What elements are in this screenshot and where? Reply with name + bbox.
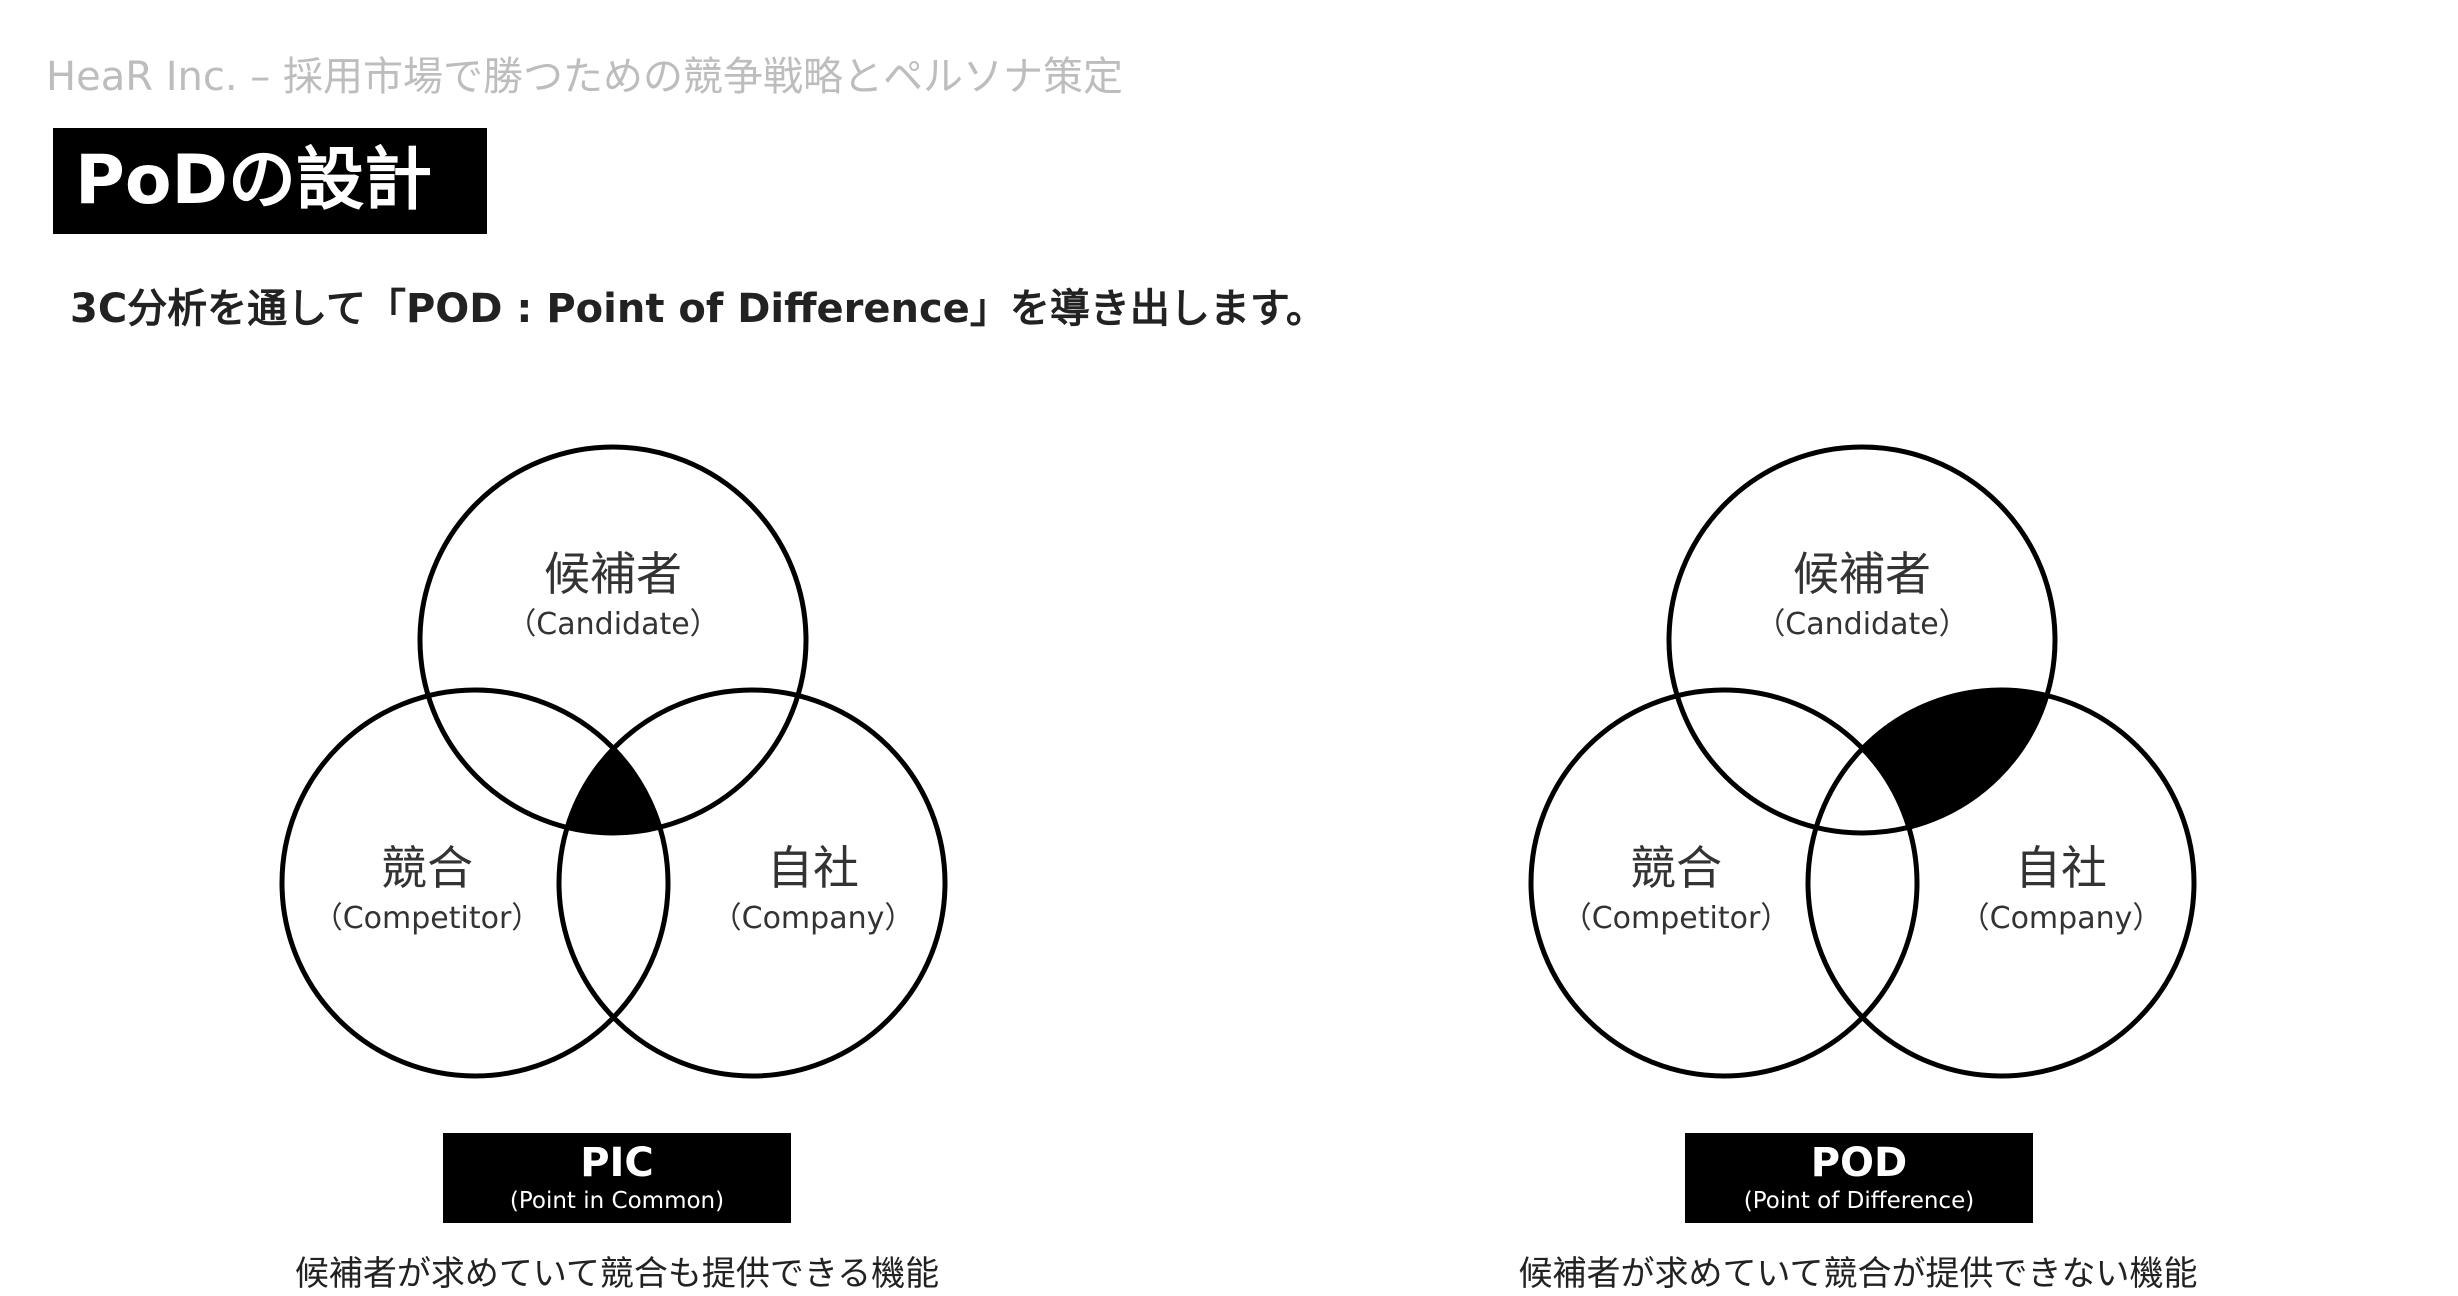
pod-candidate-sub: （Candidate） xyxy=(1755,607,1968,642)
pic-competitor-sub: （Competitor） xyxy=(313,901,542,936)
pic-company-circle xyxy=(556,687,948,1079)
section-title: PoDの設計 xyxy=(53,128,487,234)
presentation-header: HeaR Inc. – 採用市場で勝つための競争戦略とペルソナ策定 xyxy=(46,54,1123,100)
pic-candidate-circle xyxy=(417,444,809,836)
pic-label-box: PIC (Point in Common) xyxy=(443,1133,791,1223)
pic-competitor-label: 競合 xyxy=(381,841,473,895)
pic-box-title: PIC xyxy=(580,1140,654,1186)
pod-company-circle xyxy=(1805,687,2197,1079)
pod-competitor-circle xyxy=(1528,687,1920,1079)
pic-candidate-label: 候補者 xyxy=(544,547,682,601)
pic-candidate-sub: （Candidate） xyxy=(506,607,719,642)
pod-competitor-label: 競合 xyxy=(1630,841,1722,895)
pod-box-subtitle: (Point of Difference) xyxy=(1743,1188,1975,1214)
pod-company-label: 自社 xyxy=(2015,841,2107,895)
pod-candidate-circle xyxy=(1666,444,2058,836)
pic-box-subtitle: (Point in Common) xyxy=(509,1188,725,1214)
pod-highlight-region xyxy=(1808,690,2055,833)
pic-company-sub: （Company） xyxy=(712,901,915,936)
pod-label-box: POD (Point of Difference) xyxy=(1685,1133,2033,1223)
pic-competitor-circle xyxy=(279,687,671,1079)
pic-company-label: 自社 xyxy=(767,841,859,895)
pod-company-sub: （Company） xyxy=(1960,901,2163,936)
pod-candidate-label: 候補者 xyxy=(1793,547,1931,601)
pod-box-title: POD xyxy=(1810,1140,1908,1186)
venn-pic: 候補者 （Candidate） 競合 （Competitor） 自社 （Comp… xyxy=(279,444,948,1079)
lead-text: 3C分析を通して「POD : Point of Difference」を導き出し… xyxy=(70,286,1326,332)
venn-pod: 候補者 （Candidate） 競合 （Competitor） 自社 （Comp… xyxy=(1528,444,2197,1079)
pic-caption: 候補者が求めていて競合も提供できる機能 xyxy=(294,1254,940,1294)
pod-caption: 候補者が求めていて競合が提供できない機能 xyxy=(1518,1254,2198,1294)
pod-competitor-sub: （Competitor） xyxy=(1562,901,1791,936)
